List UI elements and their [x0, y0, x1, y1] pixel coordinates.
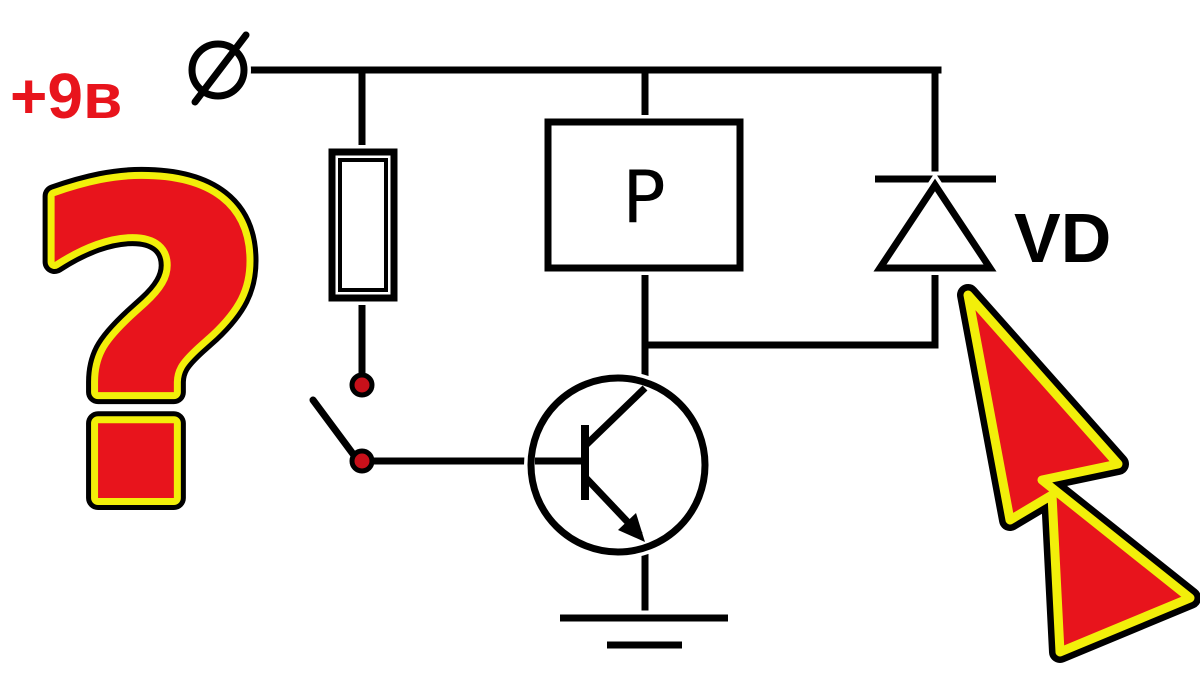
resistor: [325, 145, 401, 305]
supply-terminal: [185, 31, 251, 106]
transistor-collector: [583, 385, 648, 448]
diode-return-wire: [641, 271, 939, 349]
svg-text:?: ?: [25, 100, 274, 600]
wires: [239, 66, 942, 616]
switch-contact-bottom: [349, 448, 375, 474]
switch: [306, 372, 375, 474]
pointer-arrow-icon: [957, 284, 1200, 663]
svg-text:?: ?: [25, 100, 274, 600]
diode: [866, 171, 1004, 275]
switch-contact-top: [349, 372, 375, 398]
question-mark-icon: ? ?: [13, 88, 286, 612]
relay: Р: [541, 115, 747, 275]
supply-voltage-label: +9в: [10, 60, 122, 132]
diode-label: VD: [1014, 199, 1111, 277]
relay-label: Р: [622, 155, 665, 239]
emitter-arrow: [618, 513, 645, 542]
transistor: [524, 371, 712, 559]
ground-symbol: [560, 610, 728, 653]
